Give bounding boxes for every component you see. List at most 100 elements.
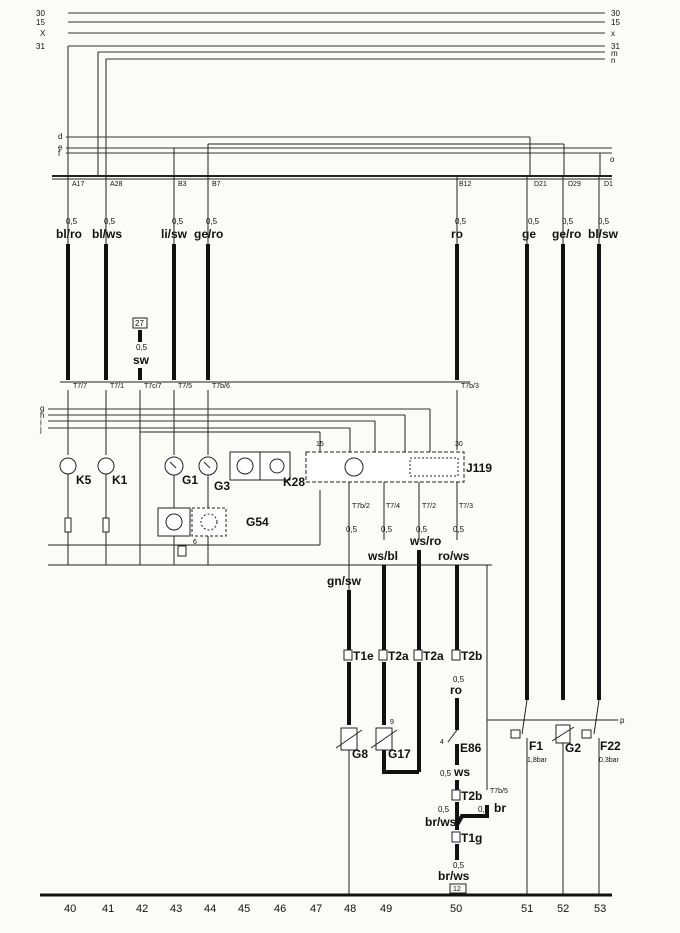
svg-text:48: 48 (344, 903, 356, 915)
connector-t2b-lower (451, 789, 461, 801)
bus-labels: 30 15 X 31 30 15 x 31 m n (36, 9, 620, 65)
gauge-g3: G3 (198, 456, 230, 565)
svg-text:42: 42 (136, 903, 148, 915)
wire-labels-top: 0,5 bl/ro 0,5 bl/ws 0,5 li/sw 0,5 ge/ro … (56, 217, 619, 241)
svg-text:52: 52 (557, 903, 569, 915)
wire-br-color: br (494, 801, 506, 815)
svg-text:T7c/7: T7c/7 (144, 383, 162, 390)
label-f: f (58, 149, 61, 158)
svg-text:T7/2: T7/2 (422, 503, 436, 510)
gauge-g1: G1 (164, 456, 198, 565)
svg-text:15: 15 (316, 441, 324, 448)
svg-text:T7/4: T7/4 (386, 503, 400, 510)
label-i: i (40, 418, 42, 427)
label-e: e (58, 143, 63, 152)
svg-text:40: 40 (64, 903, 76, 915)
svg-text:F1: F1 (529, 739, 543, 753)
svg-text:X: X (40, 29, 46, 38)
svg-text:T7/7: T7/7 (73, 383, 87, 390)
svg-text:G3: G3 (214, 479, 230, 493)
svg-text:bl/sw: bl/sw (588, 227, 619, 241)
svg-text:G2: G2 (565, 741, 581, 755)
wire-brws1-color: br/ws (425, 815, 457, 829)
sender-g2: G2 (551, 724, 581, 895)
label-d: d (58, 132, 62, 141)
svg-text:A17: A17 (72, 181, 85, 188)
svg-text:D21: D21 (534, 181, 547, 188)
wire-ro-color: ro (450, 683, 462, 697)
svg-text:K1: K1 (112, 473, 128, 487)
gauge-box-1 (229, 451, 261, 481)
svg-text:0,5: 0,5 (562, 217, 574, 226)
label-h: h (40, 411, 44, 420)
svg-text:T7b/3: T7b/3 (461, 383, 479, 390)
svg-text:0,3bar: 0,3bar (599, 757, 620, 764)
svg-text:0,5: 0,5 (104, 217, 116, 226)
svg-text:ge: ge (522, 227, 536, 241)
svg-text:31: 31 (36, 42, 45, 51)
sender-g8: G8 (335, 727, 368, 895)
svg-text:ws/ro: ws/ro (409, 534, 441, 548)
svg-text:53: 53 (594, 903, 606, 915)
mid-connectors: T7/7 T7/1 T7c/7 T7/5 T7b/6 T7b/3 (73, 383, 479, 390)
svg-text:E86: E86 (460, 741, 482, 755)
label-t1g: T1g (461, 831, 482, 845)
svg-text:46: 46 (274, 903, 286, 915)
ref-12-box (449, 883, 467, 894)
svg-text:43: 43 (170, 903, 182, 915)
svg-text:6: 6 (193, 539, 197, 546)
wire-brws2-size: 0,5 (453, 861, 465, 870)
svg-text:ro/ws: ro/ws (438, 549, 470, 563)
svg-text:0,5: 0,5 (453, 525, 465, 534)
svg-text:bl/ro: bl/ro (56, 227, 82, 241)
svg-text:B3: B3 (178, 181, 187, 188)
svg-text:0,5: 0,5 (206, 217, 218, 226)
label-j: j (39, 425, 42, 434)
svg-text:45: 45 (238, 903, 250, 915)
bottom-connectors: T1e T2a T2a T2b (343, 649, 482, 663)
svg-text:T2a: T2a (388, 649, 409, 663)
svg-text:0,5: 0,5 (528, 217, 540, 226)
svg-text:F22: F22 (600, 739, 621, 753)
wire-ro-size: 0,5 (453, 675, 465, 684)
svg-text:30: 30 (455, 441, 463, 448)
wire-brws2-color: br/ws (438, 869, 470, 883)
svg-text:T7b/2: T7b/2 (352, 503, 370, 510)
svg-text:G54: G54 (246, 515, 269, 529)
svg-text:D29: D29 (568, 181, 581, 188)
svg-text:ge/ro: ge/ro (194, 227, 223, 241)
svg-text:30: 30 (36, 9, 45, 18)
svg-text:T2a: T2a (423, 649, 444, 663)
svg-text:T7b/6: T7b/6 (212, 383, 230, 390)
svg-text:x: x (611, 29, 615, 38)
wire-br-size: 0,5 (478, 805, 490, 814)
svg-text:51: 51 (521, 903, 533, 915)
label-g: g (40, 404, 44, 413)
svg-text:B12: B12 (459, 181, 472, 188)
svg-text:9: 9 (390, 719, 394, 726)
svg-text:0,5: 0,5 (172, 217, 184, 226)
switch-f1: F1 1,8bar (510, 699, 548, 895)
switch-e86: 4 E86 (440, 729, 482, 765)
bus-lines (68, 12, 605, 60)
label-p: p (620, 716, 625, 725)
sender-g17: G17 9 (370, 719, 411, 761)
svg-text:15: 15 (611, 18, 620, 27)
svg-text:15: 15 (36, 18, 45, 27)
top-connectors: A17 A28 B3 B7 B12 D21 D29 D1 (72, 181, 613, 188)
lamp-k5: K5 (59, 457, 92, 565)
thick-wires-top (66, 244, 601, 700)
svg-text:n: n (611, 56, 615, 65)
svg-text:47: 47 (310, 903, 322, 915)
svg-text:K5: K5 (76, 473, 92, 487)
svg-text:0,5: 0,5 (66, 217, 78, 226)
connector-t1g (451, 831, 461, 843)
svg-text:31: 31 (611, 42, 620, 51)
svg-text:0,5: 0,5 (381, 525, 393, 534)
sender-g54: G54 6 (157, 507, 269, 557)
lamp-k1: K1 (97, 457, 128, 565)
svg-text:27: 27 (135, 319, 144, 328)
svg-text:gn/sw: gn/sw (327, 574, 362, 588)
svg-text:T2b: T2b (461, 649, 482, 663)
svg-text:0,5: 0,5 (416, 525, 428, 534)
